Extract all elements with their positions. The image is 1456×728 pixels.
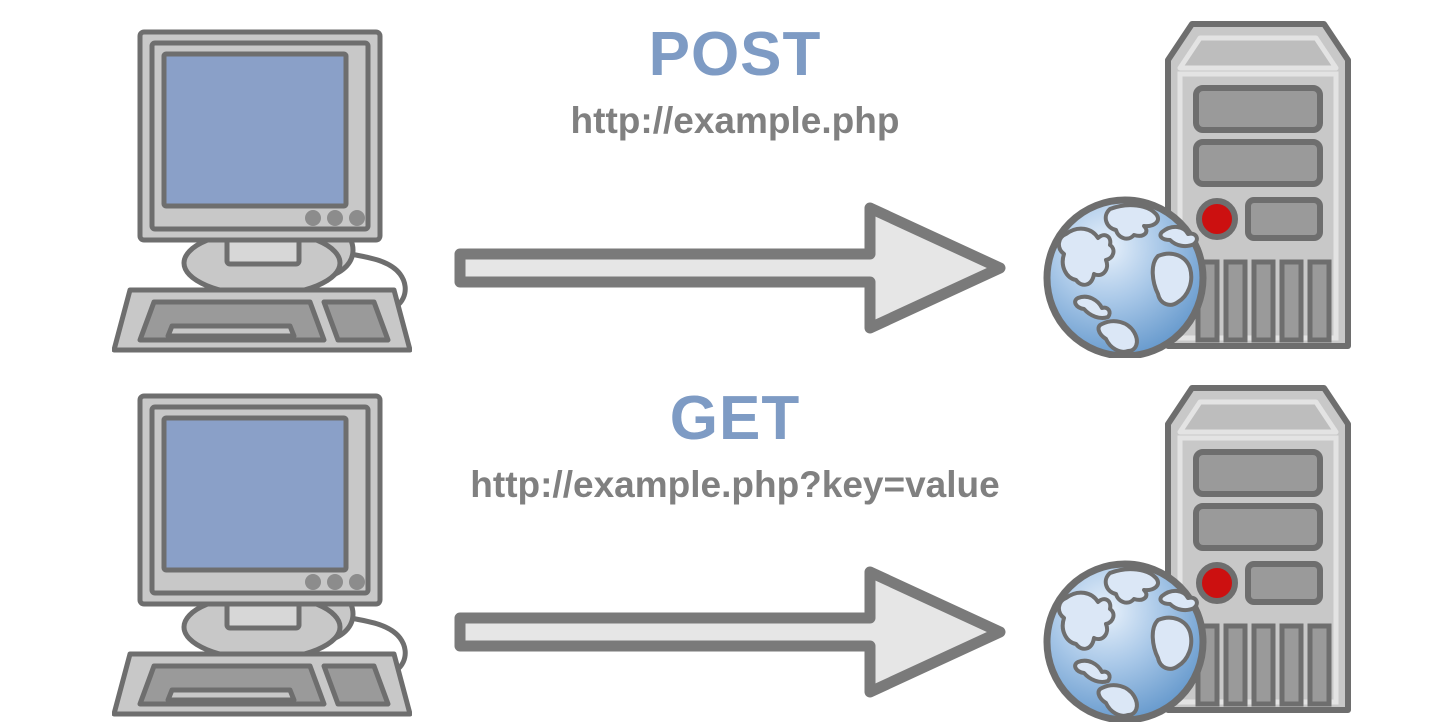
request-row-post: POST http://example.php	[111, 6, 1360, 360]
method-label-get: GET	[669, 384, 801, 453]
monitor-indicator-dots	[305, 210, 365, 226]
right-arrow-icon	[454, 566, 1006, 698]
client-computer-post	[111, 18, 413, 353]
right-arrow-icon	[454, 202, 1006, 334]
power-led-icon	[1196, 198, 1238, 240]
url-label-get: http://example.php?key=value	[470, 464, 1000, 506]
method-label-post: POST	[648, 20, 822, 89]
url-label-post: http://example.php	[570, 100, 900, 142]
globe-icon	[1043, 196, 1207, 360]
request-arrow-get	[452, 562, 1008, 702]
label-stack-get: GET http://example.php?key=value	[430, 386, 1040, 506]
request-arrow-post	[452, 198, 1008, 338]
server-tower-icon	[1043, 21, 1351, 360]
label-stack-post: POST http://example.php	[430, 22, 1040, 142]
vent-slots	[1195, 259, 1332, 343]
request-row-get: GET http://example.php?key=value	[0, 364, 1456, 728]
client-computer-get	[111, 382, 413, 717]
desktop-computer-icon	[111, 29, 413, 353]
server-tower-icon	[1043, 385, 1351, 724]
server-get	[1040, 370, 1360, 724]
monitor-indicator-dots	[305, 574, 365, 590]
power-led-icon	[1196, 562, 1238, 604]
desktop-computer-icon	[111, 393, 413, 717]
server-post	[1040, 6, 1360, 360]
globe-icon	[1043, 560, 1207, 724]
vent-slots	[1195, 623, 1332, 707]
